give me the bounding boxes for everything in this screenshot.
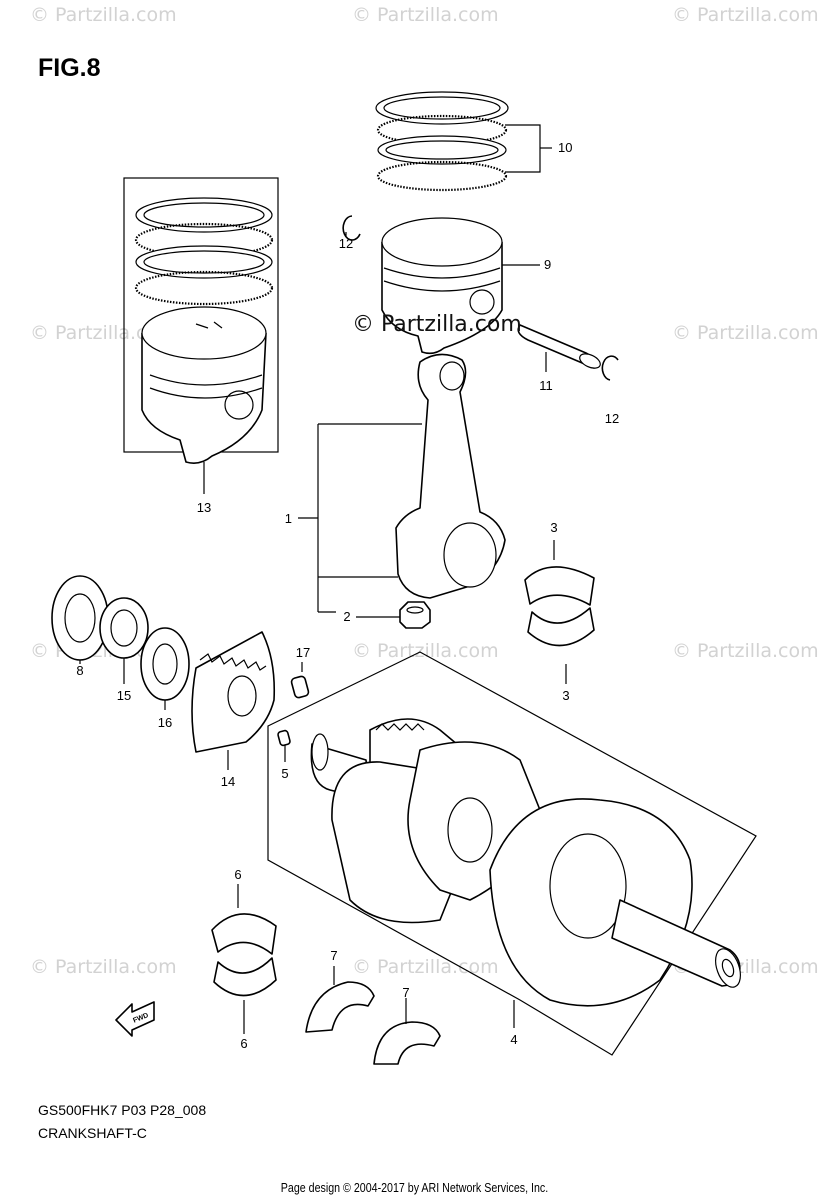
watermark: © Partzilla.com bbox=[30, 956, 177, 978]
section-name: CRANKSHAFT-C bbox=[38, 1125, 147, 1141]
watermark-center: © Partzilla.com bbox=[352, 312, 522, 337]
part-14-primary-drive-gear[interactable] bbox=[191, 631, 276, 770]
callout-12-upper: 12 bbox=[339, 236, 353, 251]
part-6-crank-bearing-lower[interactable] bbox=[213, 957, 277, 1034]
part-7-thrust-washer-left[interactable] bbox=[305, 966, 375, 1033]
watermark: © Partzilla.com bbox=[352, 4, 499, 26]
part-17-key[interactable] bbox=[290, 662, 310, 699]
callout-9: 9 bbox=[544, 257, 551, 272]
callout-16: 16 bbox=[158, 715, 172, 730]
watermark: © Partzilla.com bbox=[30, 4, 177, 26]
watermark: © Partzilla.com bbox=[30, 322, 177, 344]
part-1-connecting-rod[interactable] bbox=[298, 353, 506, 612]
watermark: © Partzilla.com bbox=[672, 322, 819, 344]
part-5-key[interactable] bbox=[277, 729, 291, 762]
part-13-piston-assembly[interactable] bbox=[123, 177, 279, 494]
callout-17: 17 bbox=[296, 645, 310, 660]
part-6-crank-bearing-upper[interactable] bbox=[211, 884, 277, 955]
callout-4: 4 bbox=[510, 1032, 517, 1047]
part-7-thrust-washer-right[interactable] bbox=[373, 998, 441, 1065]
callout-12-lower: 12 bbox=[605, 411, 619, 426]
callout-7-left: 7 bbox=[330, 948, 337, 963]
callout-6-upper: 6 bbox=[234, 867, 241, 882]
callout-7-right: 7 bbox=[402, 985, 409, 1000]
part-12-circlip-lower[interactable] bbox=[601, 355, 619, 381]
part-9-piston[interactable] bbox=[381, 217, 540, 355]
part-3-conrod-bearing-lower[interactable] bbox=[527, 607, 595, 684]
callout-1: 1 bbox=[285, 511, 292, 526]
fwd-arrow-icon: FWD bbox=[115, 1001, 155, 1037]
callout-3-upper: 3 bbox=[550, 520, 557, 535]
watermark: © Partzilla.com bbox=[352, 640, 499, 662]
watermark: © Partzilla.com bbox=[672, 4, 819, 26]
part-8-oil-seal[interactable] bbox=[51, 575, 109, 664]
watermark: © Partzilla.com bbox=[672, 640, 819, 662]
part-15-bush[interactable] bbox=[99, 597, 149, 684]
part-11-piston-pin[interactable] bbox=[517, 324, 602, 372]
part-4-crankshaft[interactable] bbox=[267, 651, 757, 1056]
callout-2: 2 bbox=[343, 609, 350, 624]
callout-11: 11 bbox=[539, 378, 553, 393]
watermark: © Partzilla.com bbox=[352, 956, 499, 978]
part-10-piston-ring-set[interactable] bbox=[375, 91, 552, 192]
callout-10: 10 bbox=[558, 140, 572, 155]
figure-title: FIG.8 bbox=[38, 54, 101, 82]
callout-13: 13 bbox=[197, 500, 211, 515]
callout-5: 5 bbox=[281, 766, 288, 781]
part-3-conrod-bearing-upper[interactable] bbox=[524, 540, 595, 606]
callout-8: 8 bbox=[76, 663, 83, 678]
part-2-nut[interactable] bbox=[318, 601, 431, 629]
callout-14: 14 bbox=[221, 774, 235, 789]
callout-6-lower: 6 bbox=[240, 1036, 247, 1051]
part-16-spacer[interactable] bbox=[140, 627, 190, 710]
callout-3-lower: 3 bbox=[562, 688, 569, 703]
page-credit: Page design © 2004-2017 by ARI Network S… bbox=[280, 1180, 549, 1195]
model-code: GS500FHK7 P03 P28_008 bbox=[38, 1102, 207, 1118]
callout-15: 15 bbox=[117, 688, 131, 703]
part-12-circlip-upper[interactable] bbox=[342, 215, 361, 241]
